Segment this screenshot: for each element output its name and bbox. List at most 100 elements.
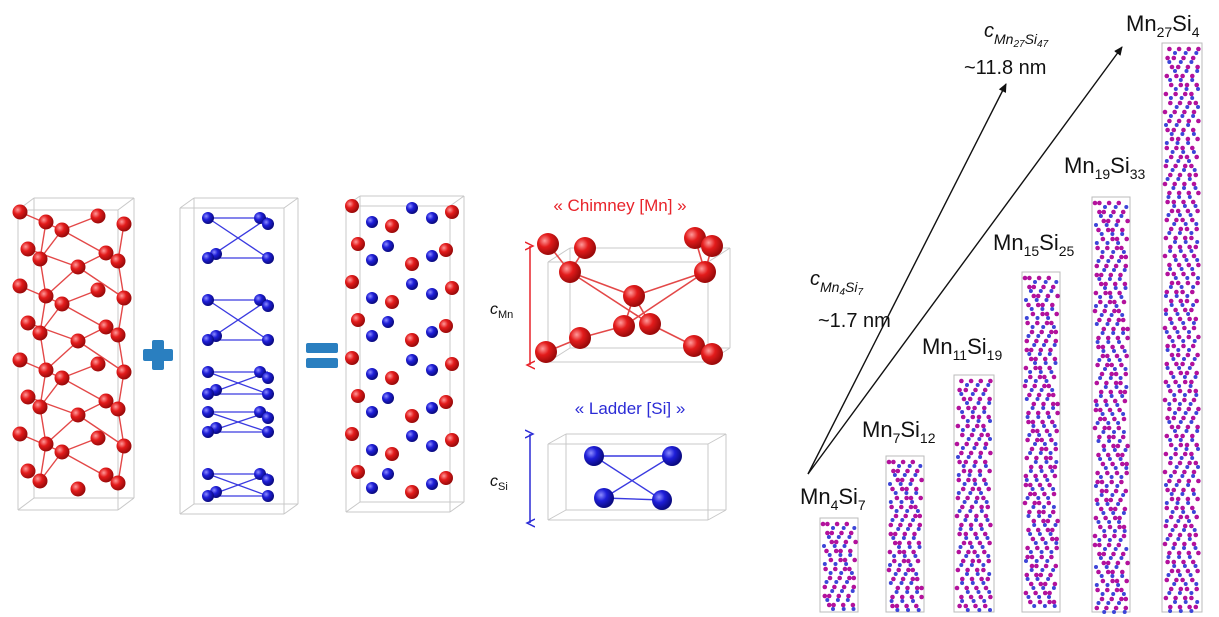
mn-dot (1167, 46, 1172, 52)
mn-dot (982, 549, 987, 555)
si-dot (1184, 447, 1189, 451)
mn-atom (351, 465, 365, 479)
mn-atom (116, 438, 132, 454)
si-dot (1034, 478, 1039, 482)
mn-dot (1187, 460, 1192, 466)
mn-atom (90, 356, 106, 372)
si-dot (840, 589, 844, 593)
mn-dot (986, 486, 991, 492)
mn-atom (351, 313, 365, 327)
si-dot (969, 527, 974, 531)
si-dot (845, 598, 850, 602)
mn-dot (1167, 406, 1172, 412)
si-dot (1124, 205, 1129, 209)
mn-dot (1035, 428, 1040, 434)
mn-dot (848, 530, 854, 536)
mn-dot (838, 557, 843, 563)
mn-dot (826, 602, 832, 608)
si-dot (1195, 258, 1200, 262)
mn-dot (909, 594, 915, 600)
si-dot (917, 545, 922, 549)
bond (633, 271, 706, 297)
si-dot (988, 419, 992, 423)
mn-atom (694, 261, 716, 283)
mn-dot (1096, 227, 1101, 233)
si-dot (960, 599, 965, 603)
mn-dot (1196, 406, 1201, 412)
si-dot (1190, 267, 1195, 271)
si-dot (1042, 523, 1047, 527)
mn-dot (1119, 245, 1124, 251)
mn-dot (1052, 581, 1058, 587)
mn-dot (1101, 443, 1107, 449)
si-dot (1172, 222, 1177, 226)
mn-dot (1098, 299, 1103, 305)
si-dot (1040, 568, 1045, 572)
si-dot (1101, 511, 1106, 515)
mn-dot (1039, 554, 1044, 560)
si-dot (1109, 475, 1114, 479)
mn-dot (1110, 344, 1115, 350)
si-dot (1191, 303, 1196, 307)
si-dot (1171, 546, 1176, 550)
si-dot (1177, 384, 1182, 388)
mn-dot (1168, 442, 1174, 448)
si-dot (841, 607, 846, 611)
mn-dot (957, 531, 962, 537)
mn-dot (1196, 118, 1201, 124)
si-dot (842, 544, 847, 548)
si-dot (1169, 303, 1174, 307)
mn-dot (1110, 578, 1115, 584)
mn-dot (1196, 478, 1201, 484)
si-dot (1179, 96, 1184, 100)
si-dot (1118, 376, 1123, 380)
mn-dot (901, 549, 907, 555)
si-dot (1094, 583, 1099, 587)
mn-dot (1163, 451, 1169, 457)
si-atom (652, 490, 672, 510)
si-dot (1103, 466, 1108, 470)
mn-dot (919, 477, 924, 483)
si-dot (1191, 132, 1196, 136)
mn-dot (1189, 163, 1194, 169)
si-dot (1164, 483, 1168, 487)
mn-dot (1118, 272, 1123, 278)
mn-dot (1171, 55, 1177, 61)
si-dot (1094, 322, 1099, 326)
si-dot (1047, 415, 1051, 419)
mn-dot (1189, 451, 1194, 457)
mn-dot (1125, 560, 1130, 566)
si-dot (1044, 379, 1049, 383)
mn-dot (1196, 46, 1201, 52)
mn-dot (1181, 55, 1186, 61)
si-dot (981, 392, 986, 396)
mn-dot (840, 602, 846, 608)
si-dot (1187, 519, 1191, 523)
mn-dot (827, 575, 833, 581)
mn-dot (961, 396, 967, 402)
si-dot (1171, 357, 1176, 361)
si-dot (1026, 334, 1031, 338)
si-dot (1040, 307, 1045, 311)
si-atom (426, 364, 438, 376)
mn-dot (1043, 446, 1049, 452)
mn-dot (1033, 590, 1038, 596)
si-dot (968, 491, 973, 495)
si-dot (895, 608, 900, 612)
si-dot (1116, 583, 1121, 587)
mn-dot (1109, 479, 1114, 485)
mn-dot (977, 396, 983, 402)
si-dot (1186, 141, 1191, 145)
mn-dot (1182, 253, 1187, 259)
mn-dot (1031, 518, 1037, 524)
mn-dot (1173, 451, 1178, 457)
mn-dot (1178, 82, 1184, 88)
mn-dot (1024, 338, 1030, 344)
si-dot (1043, 280, 1048, 284)
si-atom (406, 430, 418, 442)
mn-dot (1125, 326, 1130, 332)
si-dot (1173, 51, 1177, 55)
si-dot (902, 554, 907, 558)
mn-dot (1108, 389, 1114, 395)
si-dot (908, 482, 913, 486)
